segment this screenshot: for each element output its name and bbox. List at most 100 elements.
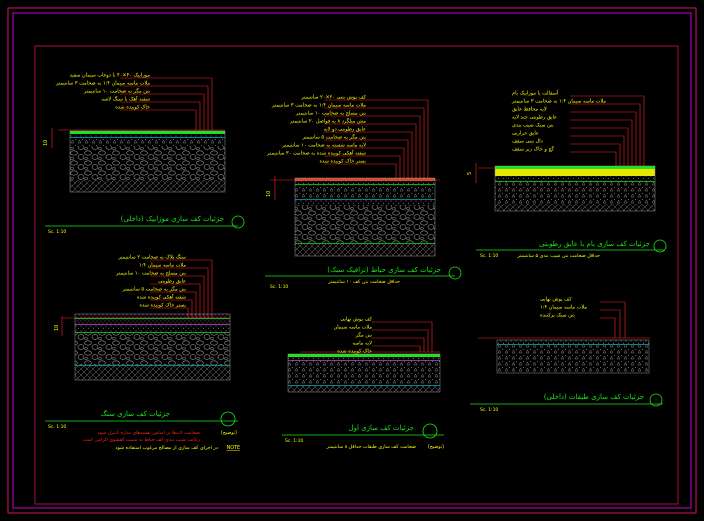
detail-upper-floors: کف پوش نهایی ملات ماسه سیمان ۱:۴ بتن سبک…	[470, 297, 663, 413]
note: ملات ماسه سیمان ۱:۴ به ضخامت ۳ سانتیمتر	[511, 99, 606, 105]
section-bubble	[653, 239, 667, 253]
detail-title: جزئیات کف سازی موزاییک (داخلی) Sc. 1:10	[45, 215, 245, 235]
note: ملات ماسه سیمان	[334, 325, 373, 331]
note: بتن مگر به ضخامت ۵ سانتیمتر	[122, 286, 186, 293]
layer-notes: سنگ پلاک به ضخامت ۲ سانتیمتر ملات ماسه س…	[115, 254, 186, 309]
footnote-label: NOTE	[227, 445, 240, 451]
dimension-label: 10	[266, 191, 272, 197]
detail-title-text: جزئیات کف سازی حیاط (ترافیک سبک)	[327, 266, 441, 274]
note: بتن مگر به ضخامت ۵ سانتیمتر	[302, 134, 366, 141]
note: ملات ماسه سیمان ۱:۴ به ضخامت ۳ سانتیمتر	[271, 103, 366, 109]
layer-notes: کف پوش بتنی ۲۰×۲۰ سانتیمتر ملات ماسه سیم…	[266, 95, 366, 165]
detail-mosaic-interior: موزاییک ۴۰×۴۰ با دوغاب سیمان سفید ملات م…	[43, 73, 245, 235]
detail-title-text: جزئیات کف سازی موزاییک (داخلی)	[121, 215, 224, 223]
note: ملات ماسه سیمان ۱:۴ به ضخامت ۳ سانتیمتر	[55, 81, 150, 87]
floor-section: 5	[467, 163, 656, 212]
note: شفته آهکی کوبیده شده به ضخامت ۳۰ سانتیمت…	[266, 150, 366, 157]
scale-label: Sc. 1:10	[480, 253, 498, 259]
note: دال بتنی سقف	[512, 139, 543, 145]
note: لایه ماسه شسته به ضخامت ۱۰ سانتیمتر	[281, 143, 366, 149]
outer-frame	[7, 7, 697, 514]
note: بتن مسلح به ضخامت ۱۰ سانتیمتر	[295, 111, 366, 117]
detail-title-text: جزئیات کف سازی سنگ	[101, 409, 170, 418]
section-bubble	[448, 266, 462, 280]
floor-section: 10	[266, 176, 436, 257]
floor-section: 10	[54, 313, 231, 381]
note: بتن مسلح به ضخامت ۱۰ سانتیمتر	[115, 271, 186, 277]
note: بتن مگر به ضخامت ۱۰ سانتیمتر	[83, 88, 150, 95]
leader-lines	[478, 301, 650, 339]
scale-label: Sc. 1:10	[48, 424, 66, 430]
footnotes-block: (توضیح) ضخامت لایه‌ها بر اساس نقشه‌های س…	[83, 430, 240, 451]
note: بتن مگر	[355, 332, 373, 339]
footnote-label: (توضیح)	[221, 430, 237, 436]
note: بستر خاک کوبیده شده	[319, 158, 366, 165]
leader-lines	[478, 95, 655, 169]
detail-roof-insulation: آسفالت یا موزاییک بام ملات ماسه سیمان ۱:…	[467, 90, 667, 259]
detail-title-text: جزئیات کف سازی طبقات (داخلی)	[544, 393, 644, 401]
dimension-label: 10	[54, 325, 60, 331]
footnote-text: ضخامت کف سازی طبقات حداقل ۸ سانتیمتر	[326, 444, 416, 450]
layer-notes: موزاییک ۴۰×۴۰ با دوغاب سیمان سفید ملات م…	[55, 73, 150, 111]
detail-ground-floor: کف پوش نهایی ملات ماسه سیمان بتن مگر لای…	[282, 317, 444, 450]
note: عایق رطوبتی دو لایه	[324, 127, 366, 133]
note: ملات ماسه سیمان ۱:۴	[139, 263, 186, 269]
detail-stone-paving: سنگ پلاک به ضخامت ۲ سانتیمتر ملات ماسه س…	[45, 254, 240, 451]
drawing-border	[34, 45, 679, 505]
floor-section: 10	[43, 128, 226, 193]
detail-yard-paving: کف پوش بتنی ۲۰×۲۰ سانتیمتر ملات ماسه سیم…	[265, 95, 462, 290]
section-bubble	[231, 215, 245, 229]
subnote: حداقل ضخامت بتن کف ۱۰ سانتیمتر	[327, 279, 400, 285]
note: شفته آهک یا سنگ لاشه	[101, 96, 150, 103]
section-bubble	[220, 411, 236, 427]
note: عایق رطوبتی	[158, 279, 186, 285]
note: سنگ پلاک به ضخامت ۲ سانتیمتر	[117, 254, 186, 261]
note: عایق حرارتی	[512, 131, 539, 137]
leader-lines	[58, 77, 225, 131]
layer-notes: آسفالت یا موزاییک بام ملات ماسه سیمان ۱:…	[511, 90, 606, 153]
note: بتن سبک شیب بندی	[512, 123, 554, 129]
detail-title: جزئیات کف سازی سنگ Sc. 1:10	[45, 409, 238, 430]
note: ملات ماسه سیمان ۱:۴	[540, 305, 587, 311]
floor-section	[496, 339, 650, 374]
note: لایه ماسه	[352, 341, 372, 347]
note: گچ و خاک زیر سقف	[512, 146, 555, 153]
floor-section	[287, 353, 441, 393]
scale-label: Sc. 1:10	[285, 438, 303, 444]
detail-title-text: جزئیات کف سازی اول	[349, 424, 415, 432]
layer-notes: کف پوش نهایی ملات ماسه سیمان ۱:۴ بتن سبک…	[540, 297, 587, 319]
footnote-text: در اجرای کف سازی از مصالح مرغوب استفاده …	[115, 445, 218, 451]
footnote-text: رعایت شیب بندی کف حیاط به سمت کفشوی الزا…	[83, 437, 201, 443]
note: کف پوش بتنی ۲۰×۲۰ سانتیمتر	[300, 95, 366, 101]
detail-title: جزئیات کف سازی حیاط (ترافیک سبک) حداقل ض…	[265, 266, 462, 290]
leader-lines	[300, 321, 440, 353]
note: لایه محافظ عایق	[512, 107, 547, 113]
footnote-label: (توضیح)	[428, 444, 444, 450]
subnote: حداقل ضخامت بتن شیب بندی ۵ سانتیمتر	[516, 253, 600, 259]
note: مش میلگرد ۸ به فواصل ۲۰ سانتیمتر	[289, 118, 366, 125]
detail-title-text: جزئیات کف سازی بام با عایق رطوبتی	[539, 240, 650, 248]
note: عایق رطوبتی چند لایه	[512, 115, 557, 121]
detail-title: جزئیات کف سازی اول Sc. 1:10 (توضیح) ضخام…	[282, 423, 444, 450]
note: آسفالت یا موزاییک بام	[512, 90, 559, 97]
inner-frame	[12, 12, 692, 509]
footnote-text: ضخامت لایه‌ها بر اساس نقشه‌های سازه کنتر…	[98, 430, 200, 436]
note: بتن سبک پرکننده	[540, 313, 575, 319]
scale-label: Sc. 1:10	[480, 407, 498, 413]
note: خاک کوبیده شده	[337, 348, 372, 355]
note: کف پوش نهایی	[540, 297, 572, 303]
scale-label: Sc. 1:10	[48, 229, 66, 235]
section-bubble	[422, 423, 438, 439]
scale-label: Sc. 1:10	[270, 284, 288, 290]
detail-title: جزئیات کف سازی بام با عایق رطوبتی حداقل …	[476, 239, 667, 259]
note: موزاییک ۴۰×۴۰ با دوغاب سیمان سفید	[70, 73, 151, 79]
detail-title: جزئیات کف سازی طبقات (داخلی) Sc. 1:10	[470, 393, 663, 413]
note: بستر خاک کوبیده شده	[139, 302, 186, 309]
section-bubble	[649, 393, 663, 407]
dimension-label: 5	[467, 172, 473, 175]
dimension-label: 10	[43, 140, 49, 146]
note: کف پوش نهایی	[340, 317, 372, 323]
layer-notes: کف پوش نهایی ملات ماسه سیمان بتن مگر لای…	[334, 317, 373, 355]
note: خاک کوبیده شده	[115, 104, 150, 111]
